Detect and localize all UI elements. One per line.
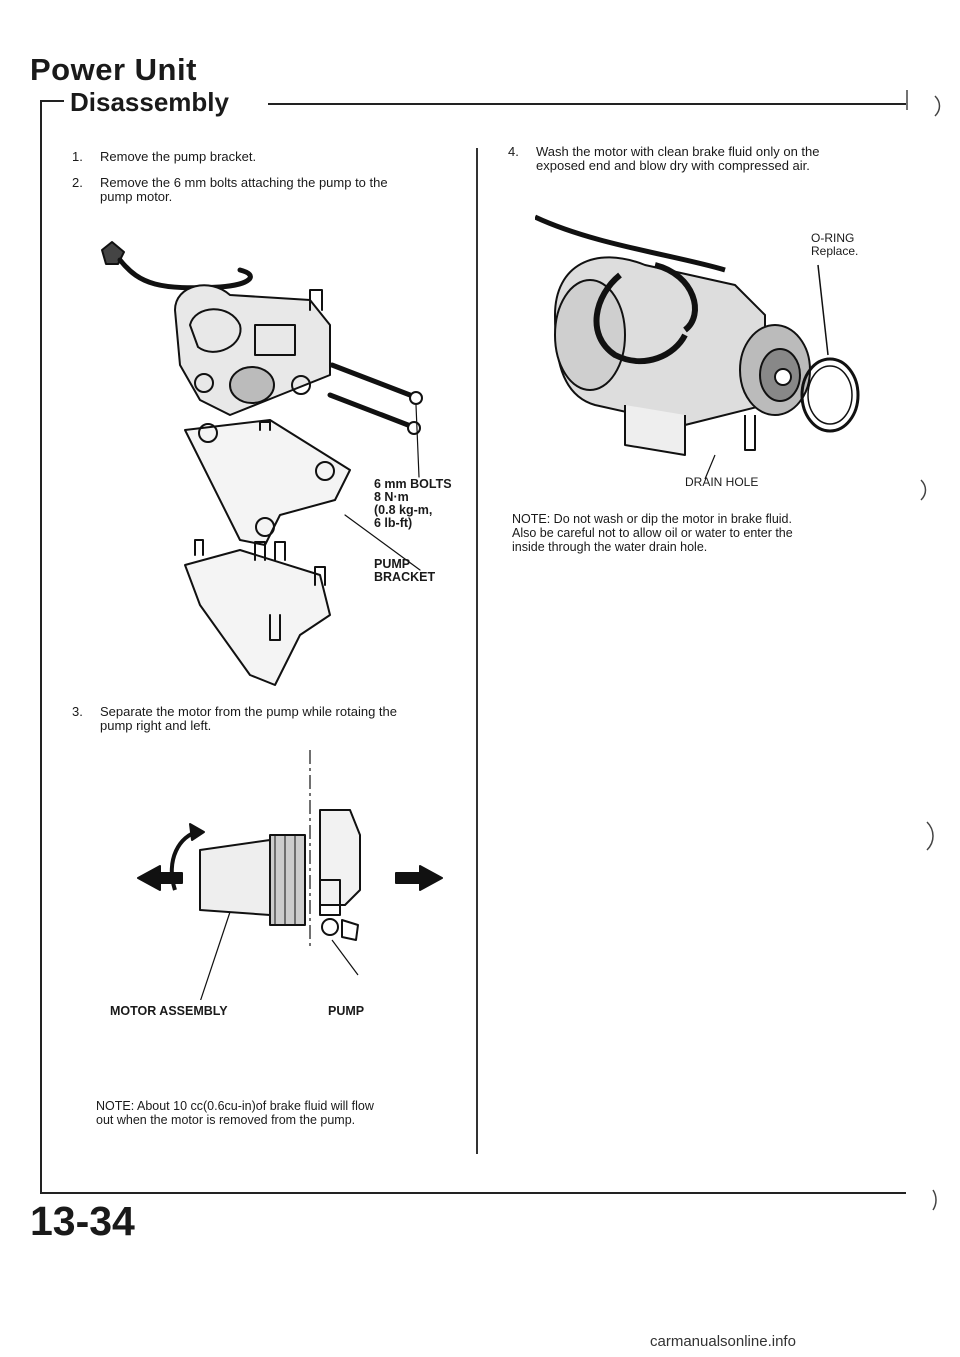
section-heading: Disassembly [70, 87, 229, 117]
step-3: 3. Separate the motor from the pump whil… [72, 705, 472, 735]
step-text: Remove the 6 mm bolts attaching the pump… [100, 175, 388, 190]
step-text-line2: pump motor. [100, 189, 173, 204]
step-text: Remove the pump bracket. [100, 149, 257, 164]
step-1: 1. Remove the pump bracket. [72, 150, 472, 166]
step-number: 1. [72, 149, 83, 164]
torque-nm: 8 N·m [374, 490, 409, 504]
step-text: Separate the motor from the pump while r… [100, 704, 397, 719]
step-text-line2: exposed end and blow dry with compressed… [536, 158, 810, 173]
note-line: inside through the water drain hole. [512, 540, 708, 554]
bracket-label-line: PUMP [374, 557, 411, 571]
note-line: out when the motor is removed from the p… [96, 1113, 356, 1127]
page-number: 13-34 [30, 1198, 135, 1244]
section-rule [268, 103, 906, 105]
watermark: carmanualsonline.info [650, 1333, 796, 1350]
step-number: 3. [72, 704, 83, 719]
torque-lbft: 6 lb-ft) [374, 516, 413, 530]
section-rule-left [40, 100, 64, 102]
motor-assembly-label: MOTOR ASSEMBLY [110, 1004, 228, 1018]
bolts-label-line: 6 mm BOLTS [374, 477, 452, 491]
step-text-line2: pump right and left. [100, 718, 212, 733]
step-number: 4. [508, 144, 519, 159]
page-title: Power Unit [30, 52, 197, 87]
motor-removal-note: NOTE: About 10 cc(0.6cu-in)of brake flui… [96, 1099, 456, 1127]
step-2: 2. Remove the 6 mm bolts attaching the p… [72, 176, 472, 206]
bolts-label: 6 mm BOLTS 8 N·m (0.8 kg-m, 6 lb-ft) [374, 478, 452, 530]
oring-label: O-RING [811, 231, 855, 245]
step-4: 4. Wash the motor with clean brake fluid… [508, 145, 908, 175]
column-divider [476, 148, 478, 1154]
bracket-label-line: BRACKET [374, 570, 436, 584]
motor-oring-diagram [535, 214, 860, 480]
step-text: Wash the motor with clean brake fluid on… [536, 144, 820, 159]
note-line: Also be careful not to allow oil or wate… [512, 526, 793, 540]
motor-separation-diagram [137, 750, 443, 1000]
drain-hole-label: DRAIN HOLE [685, 475, 759, 489]
frame-left-rule [40, 100, 42, 1193]
torque-kgm: (0.8 kg-m, [374, 503, 433, 517]
step-number: 2. [72, 175, 83, 190]
wash-warning-note: NOTE: Do not wash or dip the motor in br… [512, 512, 892, 554]
pump-label: PUMP [328, 1004, 365, 1018]
note-line: NOTE: Do not wash or dip the motor in br… [512, 512, 792, 526]
pump-bracket-diagram [101, 241, 423, 686]
margin-marks [906, 90, 941, 1211]
oring-replace-label: Replace. [811, 244, 859, 258]
bracket-label: PUMP BRACKET [374, 558, 435, 584]
frame-bottom-rule [40, 1192, 906, 1194]
note-line: NOTE: About 10 cc(0.6cu-in)of brake flui… [96, 1099, 374, 1113]
